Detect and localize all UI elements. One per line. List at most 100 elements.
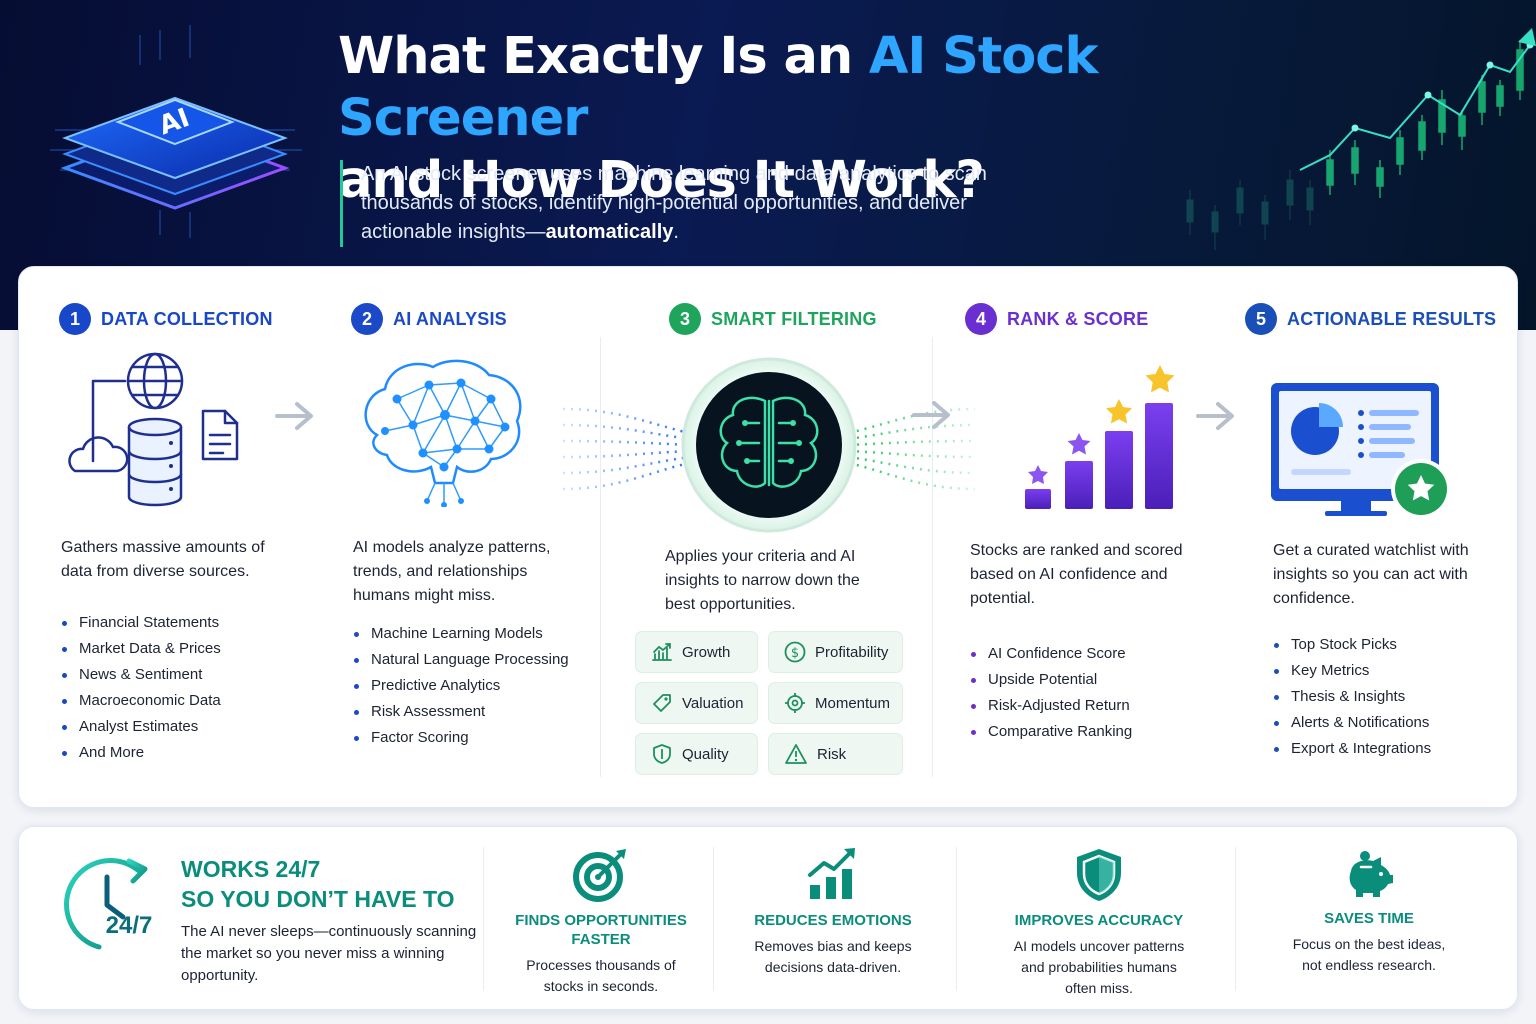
criteria-chip-growth[interactable]: Growth — [635, 631, 758, 673]
list-item: And More — [61, 740, 221, 766]
list-item: Analyst Estimates — [61, 714, 221, 740]
criteria-chip-valuation[interactable]: Valuation — [635, 682, 758, 724]
step-actionable-results: 5 ACTIONABLE RESULTS Get a curated watch… — [1233, 267, 1519, 809]
benefit-text: AI models uncover patterns and probabili… — [1013, 938, 1185, 996]
criteria-label: Momentum — [815, 694, 891, 712]
step-number-badge: 2 — [351, 303, 383, 335]
works-title-line1: WORKS 24/7 — [181, 856, 321, 882]
ranked-bars-stars-icon — [1025, 365, 1175, 509]
step-number-badge: 3 — [669, 303, 701, 335]
dollar-circle-icon: $ — [784, 641, 806, 663]
step-bullets: Machine Learning Models Natural Language… — [353, 621, 569, 751]
page-title: What Exactly Is an AI Stock Screener and… — [338, 26, 1338, 212]
step-header: 3 SMART FILTERING — [669, 303, 877, 335]
shield-icon — [1077, 849, 1121, 901]
column-divider — [1235, 847, 1236, 991]
intro-description: An AI stock screener uses machine learni… — [340, 160, 1040, 247]
step-header: 1 DATA COLLECTION — [59, 303, 273, 335]
list-item: Natural Language Processing — [353, 647, 569, 673]
benefit-finds-opportunities: FINDS OPPORTUNITIES FASTER Processes tho… — [503, 827, 699, 997]
list-item: Top Stock Picks — [1273, 632, 1431, 658]
benefit-title: REDUCES EMOTIONS — [754, 912, 912, 929]
benefit-saves-time: SAVES TIME Focus on the best ideas, not … — [1259, 827, 1479, 976]
step-title: ACTIONABLE RESULTS — [1287, 308, 1497, 329]
svg-text:$: $ — [791, 646, 799, 661]
criteria-chip-risk[interactable]: Risk — [768, 733, 903, 775]
benefit-title: IMPROVES ACCURACY — [1014, 912, 1184, 929]
column-divider — [600, 337, 601, 777]
step-description: AI models analyze patterns, trends, and … — [353, 539, 551, 604]
benefit-text: Processes thousands of stocks in seconds… — [526, 957, 676, 994]
step-title: RANK & SCORE — [1007, 308, 1149, 329]
step-data-collection: 1 DATA COLLECTION Gathers massive amount… — [19, 267, 319, 809]
title-part2: and How Does It Work? — [338, 151, 985, 210]
benefit-title: SAVES TIME — [1324, 910, 1414, 927]
clock-24-7-icon: 24/7 — [64, 858, 153, 950]
step-title: SMART FILTERING — [711, 308, 877, 329]
benefit-text: Focus on the best ideas, not endless res… — [1292, 936, 1446, 973]
description-bold: automatically — [545, 221, 674, 243]
trend-up-bars-icon — [808, 848, 855, 899]
benefit-improves-accuracy: IMPROVES ACCURACY AI models uncover patt… — [989, 827, 1209, 999]
title-highlight: AI Stock Screener — [338, 27, 1098, 148]
step-bullets: Top Stock Picks Key Metrics Thesis & Ins… — [1273, 632, 1431, 762]
criteria-chip-momentum[interactable]: Momentum — [768, 682, 903, 724]
step-description: Get a curated watchlist with insights so… — [1273, 542, 1469, 607]
column-divider — [956, 847, 957, 991]
list-item: Risk Assessment — [353, 699, 569, 725]
candlestick-chart-icon — [1186, 28, 1536, 250]
ai-chip-illustration: AI — [50, 25, 302, 238]
step-ai-analysis: 2 AI ANALYSIS AI models analyze patterns… — [319, 267, 619, 809]
neural-brain-icon — [364, 359, 522, 507]
column-divider — [713, 847, 714, 991]
step-number-badge: 5 — [1245, 303, 1277, 335]
list-item: Factor Scoring — [353, 725, 569, 751]
step-header: 2 AI ANALYSIS — [351, 303, 507, 335]
list-item: Export & Integrations — [1273, 736, 1431, 762]
list-item: Upside Potential — [970, 667, 1132, 693]
benefit-text: Removes bias and keeps decisions data-dr… — [754, 938, 912, 975]
step-description: Gathers massive amounts of data from div… — [61, 539, 265, 580]
benefits-card: 24/7 WORKS 24/7 SO YOU DON’T HAVE TO The… — [18, 826, 1518, 1010]
shield-check-icon — [653, 744, 671, 764]
criteria-label: Profitability — [815, 643, 889, 661]
list-item: Financial Statements — [61, 610, 221, 636]
piggy-bank-icon — [1349, 851, 1393, 897]
criteria-grid: Growth $ Profitability Valuation Momentu… — [635, 631, 905, 775]
list-item: Market Data & Prices — [61, 636, 221, 662]
arrow-right-icon — [1196, 402, 1234, 430]
criteria-chip-quality[interactable]: Quality — [635, 733, 758, 775]
list-item: Key Metrics — [1273, 658, 1431, 684]
tag-icon — [653, 694, 671, 712]
list-item: News & Sentiment — [61, 662, 221, 688]
arrow-right-icon — [912, 401, 950, 429]
criteria-label: Valuation — [682, 694, 744, 712]
description-main: An AI stock screener uses machine learni… — [361, 163, 987, 243]
warning-icon — [785, 744, 807, 764]
step-header: 5 ACTIONABLE RESULTS — [1245, 303, 1496, 335]
steps-card: 1 DATA COLLECTION Gathers massive amount… — [18, 266, 1518, 808]
criteria-label: Quality — [682, 745, 729, 763]
target-arrow-icon — [573, 849, 626, 902]
benefit-reduces-emotions: REDUCES EMOTIONS Removes bias and keeps … — [733, 827, 933, 978]
brain-circuit-icon — [562, 357, 976, 533]
step-title: AI ANALYSIS — [393, 308, 507, 329]
step-number-badge: 1 — [59, 303, 91, 335]
step-bullets: AI Confidence Score Upside Potential Ris… — [970, 641, 1132, 745]
monitor-dashboard-icon — [1271, 383, 1451, 519]
criteria-chip-profitability[interactable]: $ Profitability — [768, 631, 903, 673]
step-number-badge: 4 — [965, 303, 997, 335]
step-description: Stocks are ranked and scored based on AI… — [970, 542, 1183, 607]
list-item: Risk-Adjusted Return — [970, 693, 1132, 719]
step-smart-filtering: 3 SMART FILTERING — [601, 267, 931, 809]
column-divider — [483, 847, 484, 991]
step-description: Applies your criteria and AI insights to… — [665, 548, 860, 613]
works-title-line2: SO YOU DON’T HAVE TO — [181, 886, 455, 912]
title-part1: What Exactly Is an — [338, 27, 869, 86]
list-item: Predictive Analytics — [353, 673, 569, 699]
clock-label: 24/7 — [106, 912, 153, 939]
list-item: Comparative Ranking — [970, 719, 1132, 745]
criteria-label: Growth — [682, 643, 731, 661]
crosshair-icon — [785, 693, 805, 713]
criteria-label: Risk — [817, 745, 847, 763]
